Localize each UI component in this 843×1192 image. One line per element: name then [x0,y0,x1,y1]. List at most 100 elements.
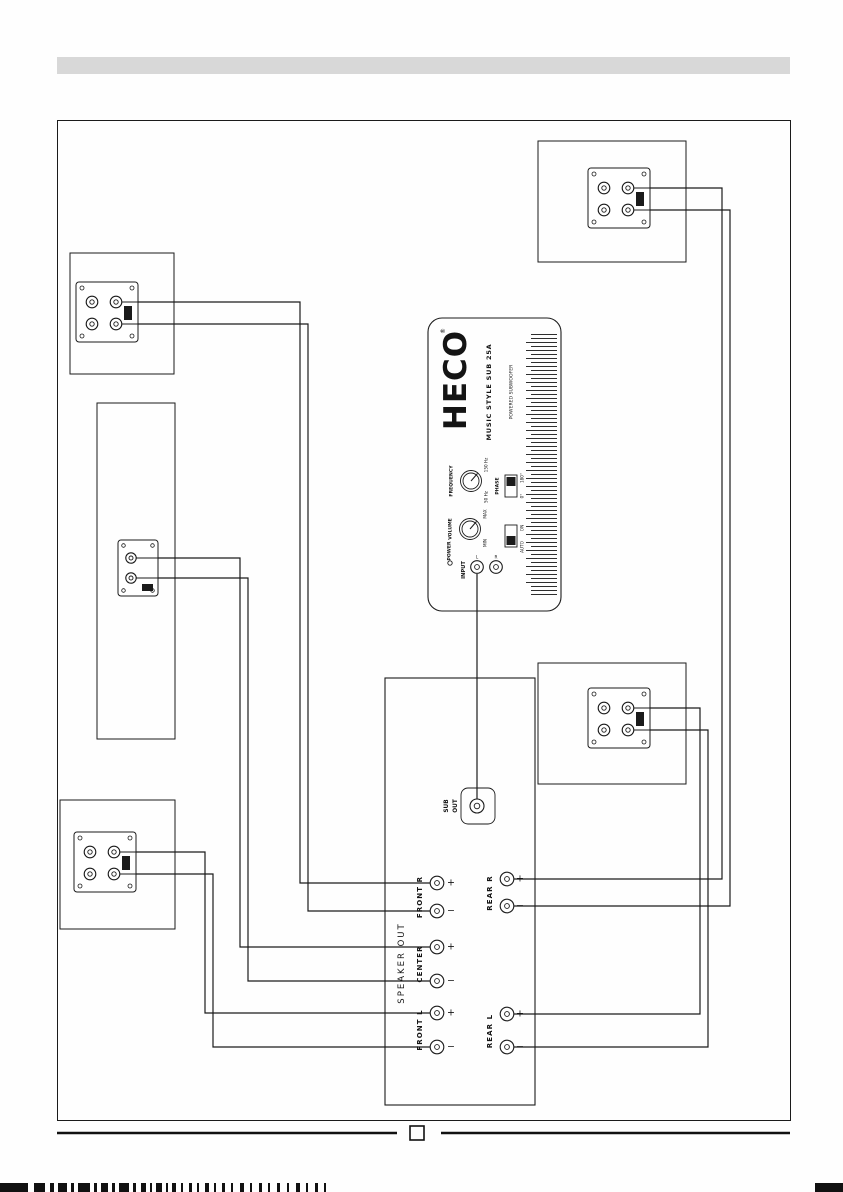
binding-post-hole [128,555,134,561]
plus-sign: + [447,1008,455,1019]
terminal-label-tag [124,306,132,320]
terminal-plus-hole [434,1010,440,1016]
terminal-plus-hole [434,944,440,950]
screw [77,835,83,841]
channel-label: REAR L [486,1014,494,1048]
screw [591,171,597,177]
screw [591,219,597,225]
auto-label: AUTO [520,540,525,552]
on-label: ON [520,525,525,531]
speaker-box-rear-right [537,140,687,263]
screw [641,219,647,225]
channel-label: FRONT R [416,876,424,918]
binding-post-hole [625,705,631,711]
amplifier-panel-outline [384,677,536,1106]
binding-post-hole [113,321,119,327]
plus-sign: + [447,942,455,953]
screw [591,739,597,745]
volume-label: VOLUME [448,518,454,540]
wire-rear-left-plus [514,707,701,1015]
auto-on-switch [504,524,518,548]
binding-post-hole [601,727,607,733]
terminal-label-tag [122,856,130,870]
terminal-plate-center [117,539,159,597]
channel-front-r: FRONT R + − [416,875,455,919]
terminal-plate-rear-right [587,167,651,229]
speaker-box-front-left [59,799,176,930]
binding-post-hole [111,849,117,855]
input-right-jack-hole [493,564,499,570]
binding-post-hole [601,705,607,711]
wire-rear-right-minus [514,209,731,907]
sub-out-plate [460,787,496,825]
input-left-label: L [476,555,479,560]
terminal-plus-hole [434,880,440,886]
wire-rear-right-plus [514,187,723,880]
wire-front-right-plus [138,301,430,884]
brand-logo: HECO [438,330,474,430]
binding-post-hole [87,849,93,855]
terminal-minus-hole [504,903,510,909]
model-name: MUSIC STYLE SUB 25A [485,344,493,441]
sub-out-jack-group: SUB OUT [444,787,496,825]
screw [129,285,135,291]
terminal-plate-rear-left [587,687,651,749]
terminal-label-tag [636,712,644,726]
channel-rear-l: REAR L + − [486,1006,524,1055]
frequency-knob [460,470,482,492]
binding-post-hole [87,871,93,877]
subwoofer-panel-outline [427,317,562,612]
speaker-box-center [96,402,176,740]
screw [641,691,647,697]
terminal-minus-hole [504,1044,510,1050]
registered-mark: ® [440,328,447,334]
subwoofer-rear-panel: HECO ® MUSIC STYLE SUB 25A POWERED SUBWO… [427,317,562,612]
footer-rule [57,1125,790,1141]
input-left-jack-hole [474,564,480,570]
screw [641,171,647,177]
wire-front-right-minus [138,323,430,912]
frequency-max-label: 150 Hz [484,457,489,472]
terminal-label-tag [142,584,153,591]
frequency-min-label: 50 Hz [484,490,489,503]
input-label: INPUT [461,561,467,579]
terminal-plus-hole [504,876,510,882]
sub-out-label-line2: OUT [453,799,459,813]
binding-post-hole [113,299,119,305]
terminal-minus-hole [434,908,440,914]
screw [127,883,133,889]
frequency-knob-ring [462,472,480,490]
screw [129,333,135,339]
wire-front-left-plus [136,851,430,1014]
phase-180-label: 180° [520,473,525,483]
section-header-bar [57,57,790,74]
input-right-label: R [495,555,498,560]
minus-sign: − [516,1042,524,1053]
volume-min-label: MIN [483,539,488,547]
binding-post-hole [601,207,607,213]
footer-square-mark [409,1125,425,1141]
power-label: POWER [447,541,453,560]
plus-sign: + [516,1009,524,1020]
wire-front-left-minus [136,873,430,1048]
minus-sign: − [516,901,524,912]
terminal-plate-front-left [73,831,137,893]
terminal-label-tag [636,192,644,206]
panel-subtitle: POWERED SUBWOOFER [509,364,515,420]
minus-sign: − [447,976,455,987]
channel-label: FRONT L [416,1009,424,1050]
phase-0-label: 0° [520,494,525,499]
phase-switch [504,474,518,498]
binding-post-hole [128,575,134,581]
screw [121,543,126,548]
sub-out-label-line1: SUB [444,799,450,813]
screw [77,883,83,889]
plus-sign: + [447,878,455,889]
speaker-box-front-right [69,252,175,375]
frequency-knob-pointer [470,473,478,482]
channel-label: CENTER [416,945,424,982]
screw [79,333,85,339]
wire-center-plus [158,557,430,948]
wires [136,187,731,1048]
